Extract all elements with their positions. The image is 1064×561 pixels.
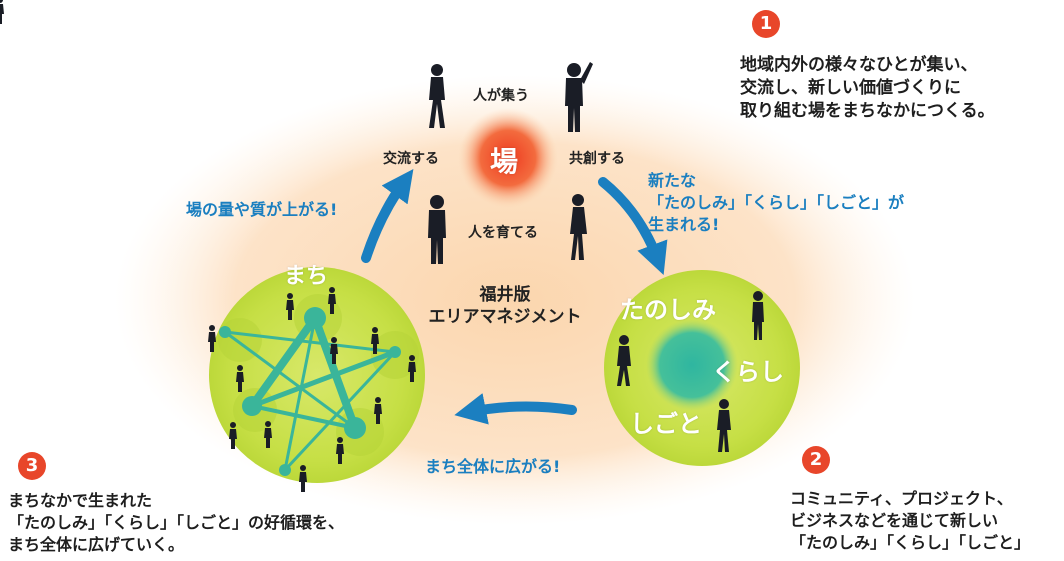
step-2-text: コミュニティ、プロジェクト、 ビジネスなどを通じて新しい 「たのしみ」「くらし」… bbox=[790, 489, 1031, 552]
teal-core bbox=[646, 319, 738, 411]
star-network bbox=[223, 314, 398, 472]
kurashi-label: くらし bbox=[712, 358, 784, 386]
area-management-title: 福井版 エリアマネジメント bbox=[428, 285, 582, 327]
nurture-label: 人を育てる bbox=[468, 225, 538, 241]
people-silhouettes bbox=[0, 0, 764, 492]
arrow-bottom-left bbox=[454, 393, 577, 425]
shigoto-label: しごと bbox=[630, 410, 702, 438]
step-1-badge: 1 bbox=[752, 10, 780, 38]
gather-label: 人が集う bbox=[473, 88, 529, 104]
machi-label: まち bbox=[284, 264, 329, 289]
interact-label: 交流する bbox=[383, 151, 439, 167]
arrow-bottom-label: まち全体に広がる! bbox=[425, 457, 561, 476]
arrow-right-down bbox=[598, 177, 668, 275]
arrow-left-up bbox=[361, 169, 414, 263]
arrow-right-label: 新たな 「たのしみ」「くらし」「しごと」が 生まれる! bbox=[648, 171, 905, 234]
tanoshimi-label: たのしみ bbox=[620, 296, 716, 324]
step-3-badge: 3 bbox=[18, 452, 46, 480]
ba-label: 場 bbox=[490, 145, 519, 178]
step-1-text: 地域内外の様々なひとが集い、 交流し、新しい価値づくりに 取り組む場をまちなかに… bbox=[740, 55, 995, 121]
step-3-text: まちなかで生まれた 「たのしみ」「くらし」「しごと」の好循環を、 まち全体に広げ… bbox=[8, 491, 345, 554]
step-2-badge: 2 bbox=[802, 446, 830, 474]
ba-glow bbox=[458, 108, 558, 208]
arrow-left-label: 場の量や質が上がる! bbox=[186, 200, 338, 219]
cocreate-label: 共創する bbox=[569, 151, 625, 167]
